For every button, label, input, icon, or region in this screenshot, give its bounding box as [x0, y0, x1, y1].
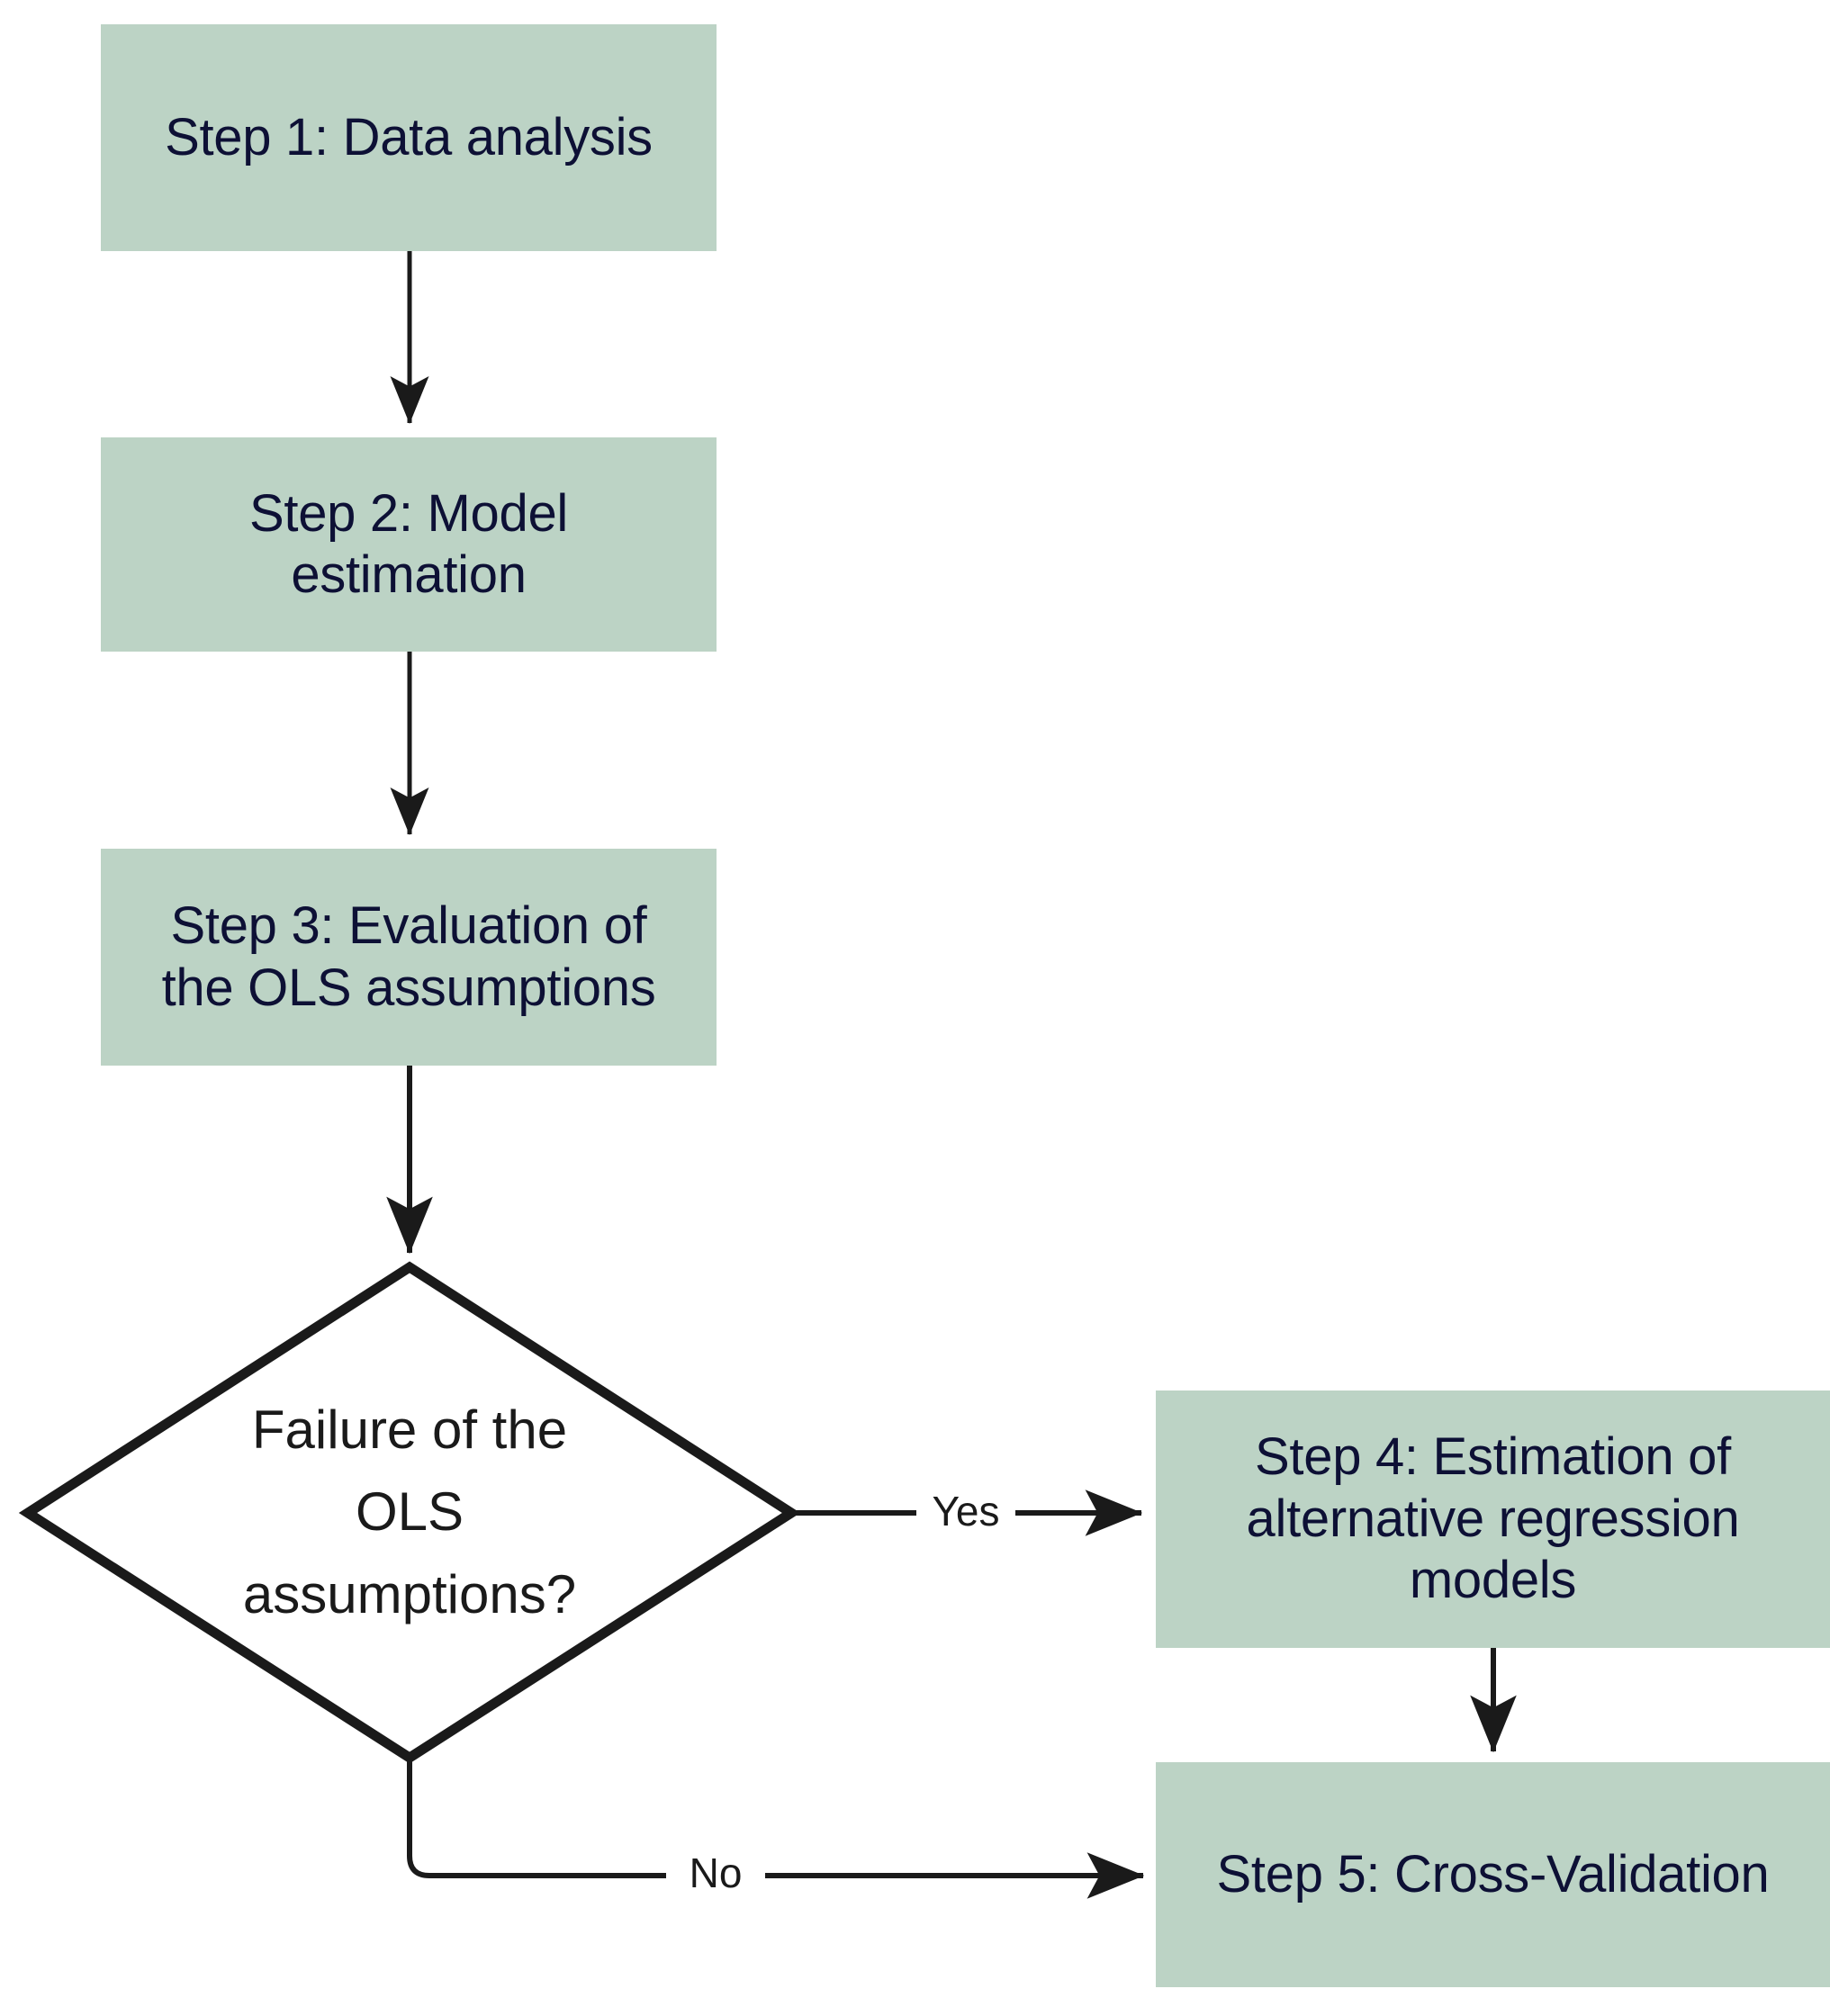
node-step5-label: Step 5: Cross-Validation — [1216, 1844, 1770, 1904]
node-step1-label: Step 1: Data analysis — [165, 107, 653, 166]
node-step1[interactable]: Step 1: Data analysis — [101, 24, 717, 251]
node-step3-label: Step 3: Evaluation of the OLS assumption… — [161, 896, 656, 1017]
edge-label-yes-text: Yes — [932, 1488, 1000, 1534]
node-step2-label: Step 2: Model estimation — [249, 483, 568, 604]
node-step2[interactable]: Step 2: Model estimation — [101, 437, 717, 652]
node-step4-label: Step 4: Estimation of alternative regres… — [1246, 1427, 1740, 1610]
edge-label-no: No — [666, 1852, 765, 1894]
edge-label-no-text: No — [689, 1850, 743, 1896]
node-step4[interactable]: Step 4: Estimation of alternative regres… — [1156, 1390, 1830, 1648]
node-decision-label: Failure of the OLS assumptions? — [242, 1400, 577, 1624]
edge-label-yes: Yes — [916, 1490, 1015, 1532]
node-step5[interactable]: Step 5: Cross-Validation — [1156, 1762, 1830, 1987]
edge-decision-step5 — [407, 1758, 1145, 1899]
node-step3[interactable]: Step 3: Evaluation of the OLS assumption… — [101, 849, 717, 1066]
node-decision[interactable]: Failure of the OLS assumptions? — [162, 1377, 657, 1647]
